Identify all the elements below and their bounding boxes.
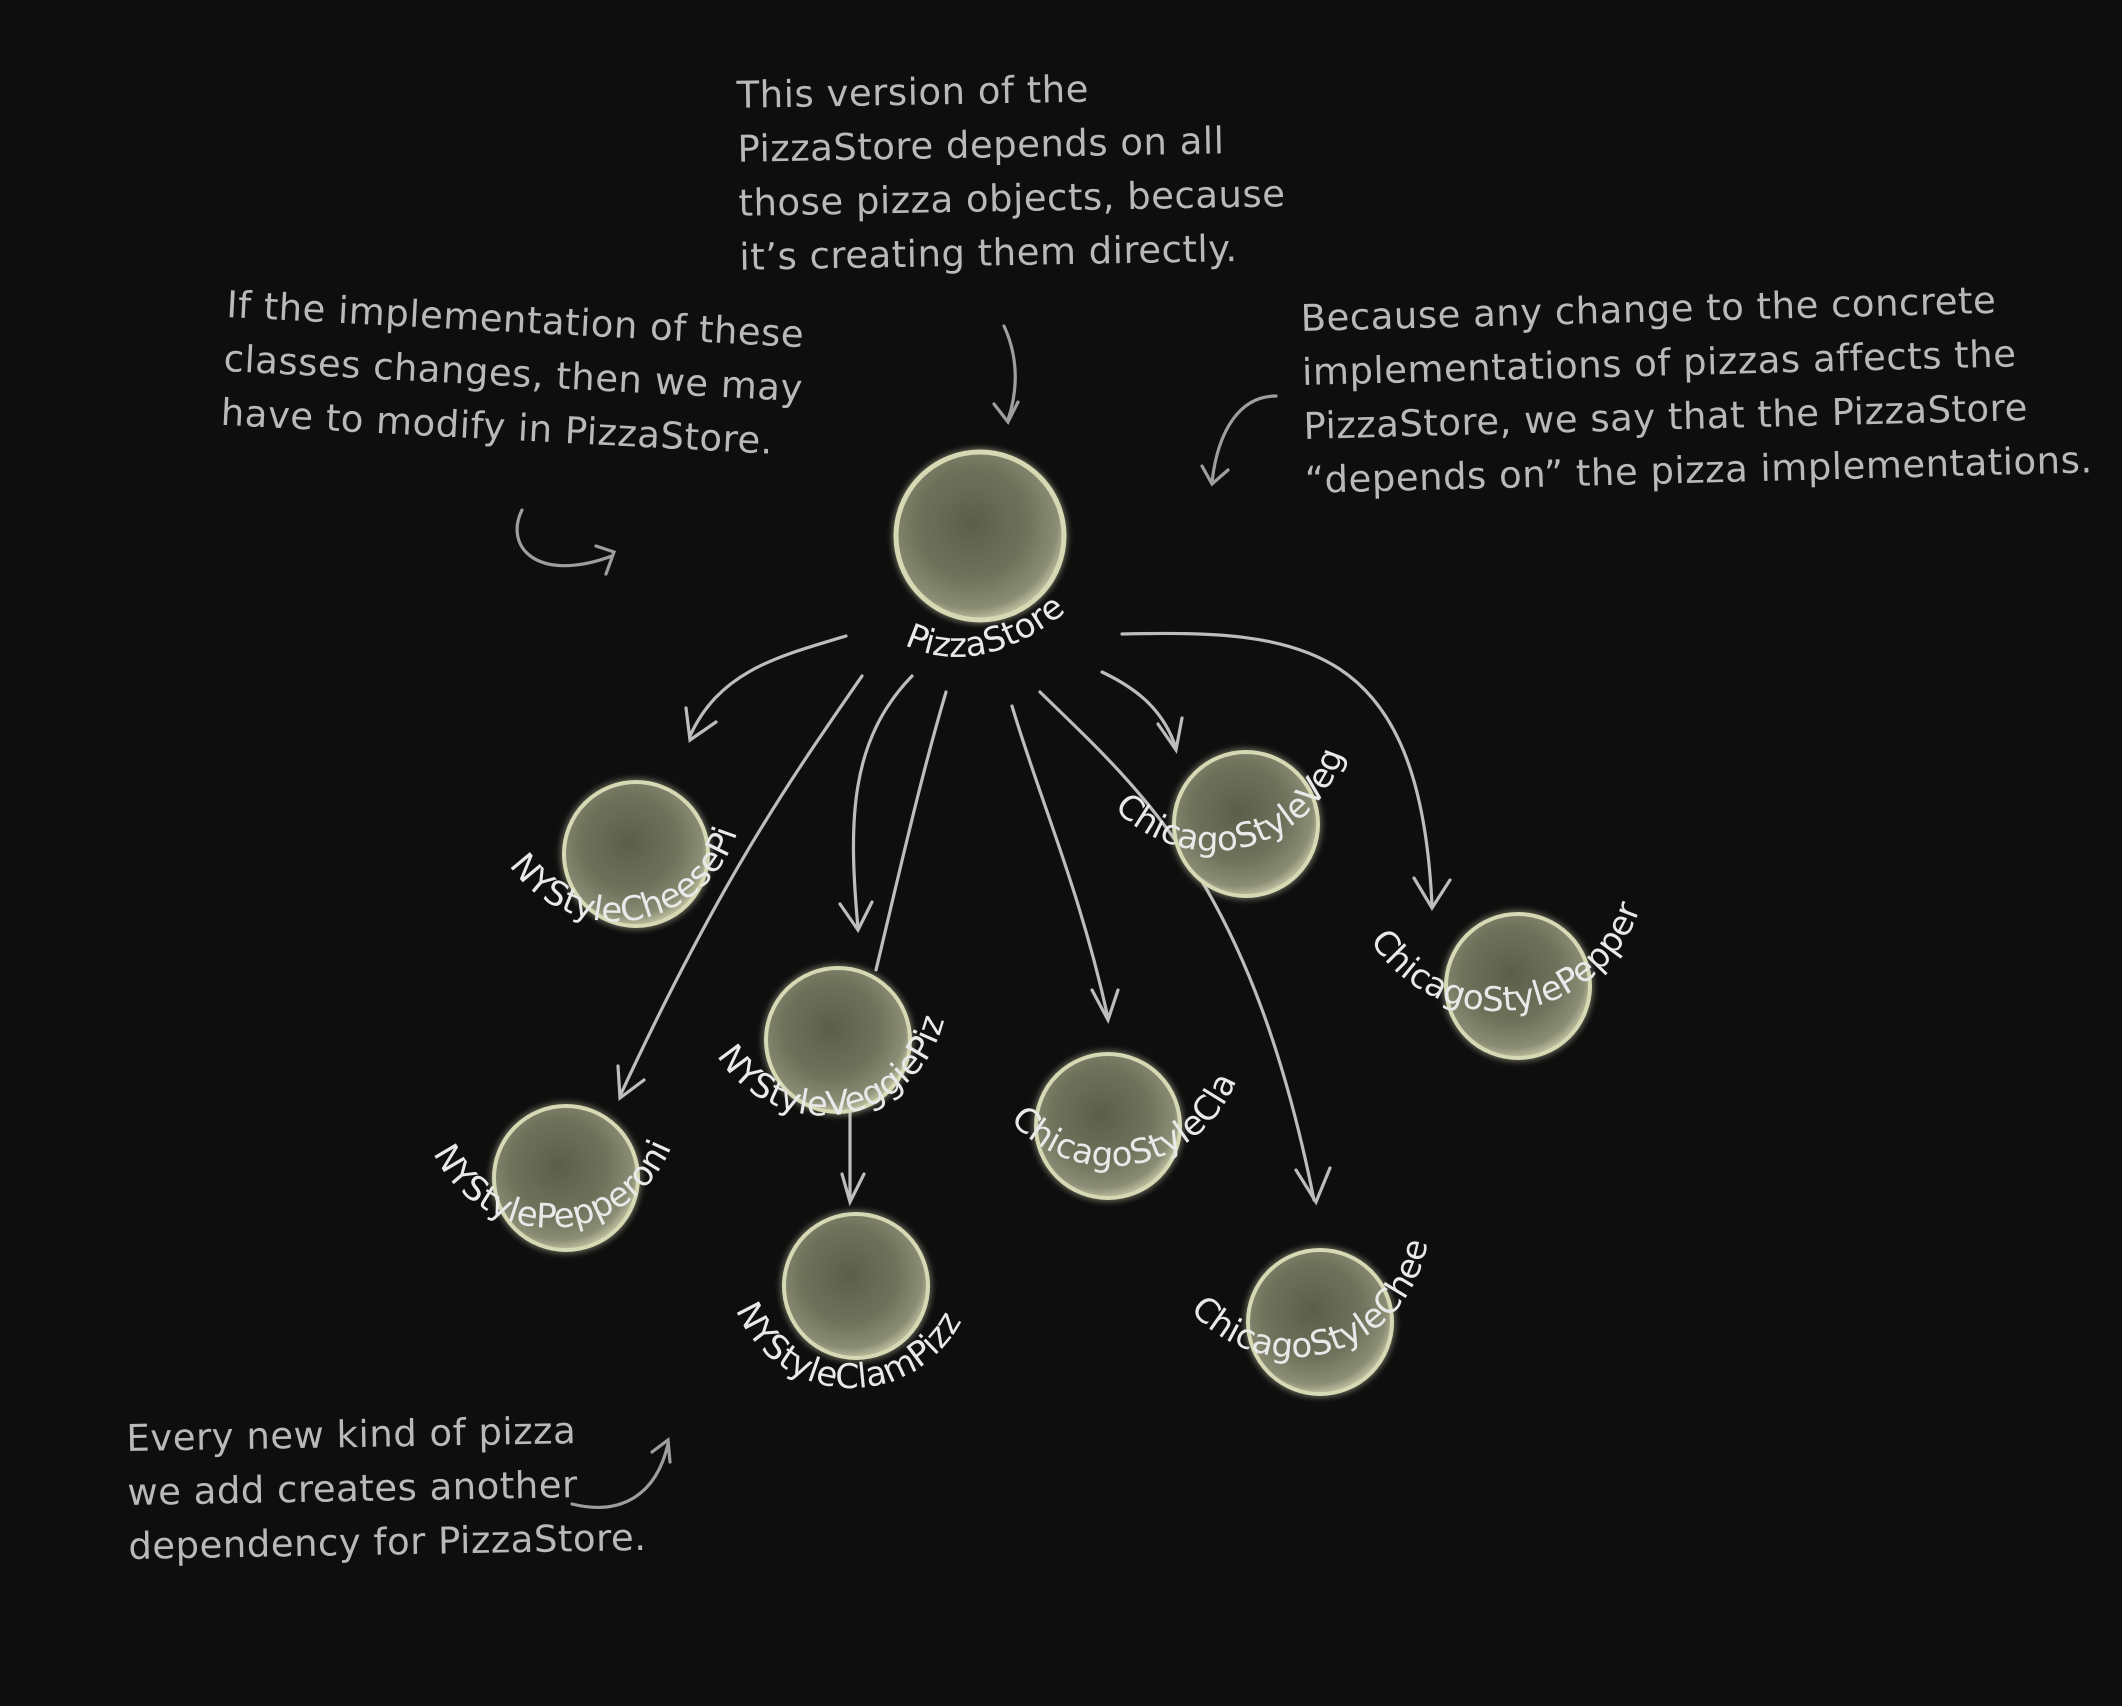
hint-arrow-bottom-head	[650, 1436, 672, 1464]
hint-arrow-top	[1002, 324, 1017, 422]
pizza-icon	[893, 449, 1067, 623]
hint-arrows	[515, 324, 1278, 1509]
hint-arrow-right	[1210, 394, 1278, 484]
arrow-to-ny-cheese	[688, 634, 848, 738]
node-chicago-veggie: ChicagoStyleVeggiePizza	[0, 0, 1352, 900]
node-ny-veggie: NYStyleVeggiePizza	[0, 0, 953, 1125]
node-ny-pepperoni: NYStylePepperoniPizza	[0, 0, 680, 1254]
arrow-to-chicago-veggie-head	[1156, 716, 1184, 755]
hint-arrow-right-head	[1200, 464, 1230, 487]
arrow-to-ny-clam-head	[840, 1172, 866, 1207]
node-chicago-cheese: ChicagoStyleCheesePizza	[0, 0, 1437, 1398]
node-label-chicago-cheese: ChicagoStyleCheesePizza	[0, 0, 1437, 1367]
pizza-icon	[1246, 1248, 1394, 1396]
node-ny-cheese: NYStyleCheesePizza	[0, 0, 746, 931]
hint-arrow-left	[515, 508, 614, 568]
arrow-to-ny-pepperoni	[618, 674, 864, 1098]
node-label-chicago-clam: ChicagoStyleClamPizza	[0, 0, 1245, 1176]
node-label-chicago-pepperoni: ChicagoStylePepperoniPizza	[0, 0, 1649, 1020]
arrow-to-chicago-clam-head	[1090, 988, 1120, 1025]
arrow-to-chicago-clam	[1010, 704, 1110, 1020]
node-chicago-pepperoni: ChicagoStylePepperoniPizza	[0, 0, 1649, 1062]
pizza-icon	[492, 1104, 640, 1252]
hint-arrow-left-head	[594, 544, 617, 576]
hint-arrow-top-head	[992, 400, 1020, 425]
pizza-icon	[782, 1212, 930, 1360]
arrow-to-chicago-pepperoni-head	[1412, 876, 1452, 912]
pizza-icon	[1172, 750, 1320, 898]
arrow-to-chicago-veggie	[1100, 670, 1178, 750]
arrow-to-ny-veggie-head	[838, 900, 874, 934]
arrow-to-chicago-pepperoni	[1120, 631, 1434, 908]
arrow-to-chicago-cheese-head	[1294, 1166, 1332, 1206]
node-label-ny-pepperoni: NYStylePepperoniPizza	[0, 0, 680, 1237]
hint-arrow-bottom	[570, 1442, 670, 1509]
pizza-icon	[1444, 912, 1592, 1060]
arrow-to-ny-pepperoni-head	[616, 1064, 646, 1102]
pizza-icon	[764, 966, 912, 1114]
arrow-to-ny-cheese-head	[684, 706, 718, 743]
pizzastore-node: PizzaStore	[892, 448, 1072, 666]
pizza-icon	[562, 780, 710, 928]
pizza-icon	[1034, 1052, 1182, 1200]
node-label-chicago-veggie: ChicagoStyleVeggiePizza	[0, 0, 1352, 860]
arrow-to-ny-veggie	[851, 674, 914, 930]
node-label-ny-veggie: NYStyleVeggiePizza	[0, 0, 953, 1125]
arrow-to-ny-clam	[874, 690, 948, 972]
